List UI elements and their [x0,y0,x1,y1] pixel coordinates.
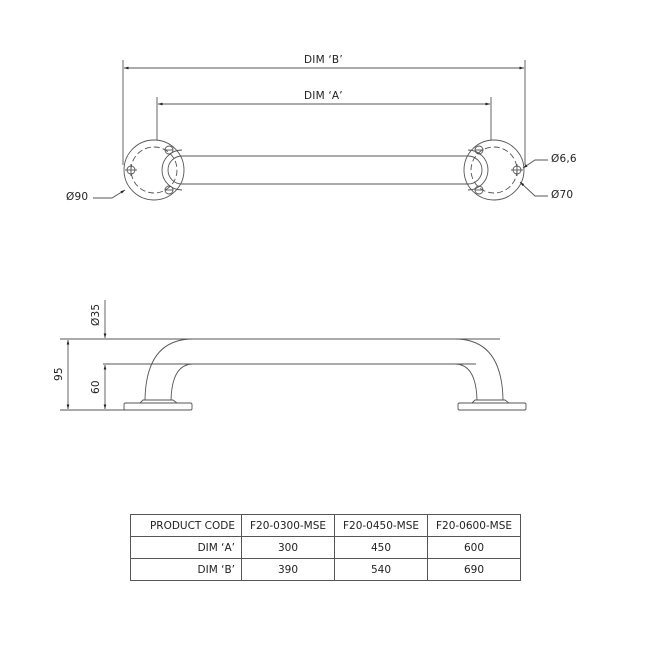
hole-diameter-label: Ø6,6 [551,153,577,165]
row-label: DIM ‘A’ [130,536,242,559]
table-cell: 450 [334,536,428,559]
table-cell: 540 [334,558,428,581]
table-row: DIM ‘A’ 300 450 600 [130,536,521,559]
table-cell: 390 [241,558,335,581]
table-cell: 690 [427,558,521,581]
header-cell: F20-0300-MSE [241,514,335,537]
dim-a-label: DIM ‘A’ [304,90,343,102]
header-cell: F20-0450-MSE [334,514,428,537]
table-cell: 600 [427,536,521,559]
dim-b-label: DIM ‘B’ [304,54,343,66]
table-header-row: PRODUCT CODE F20-0300-MSE F20-0450-MSE F… [130,514,521,537]
total-height-label: 95 [53,367,65,381]
table-row: DIM ‘B’ 390 540 690 [130,558,521,581]
pcd-diameter-label: Ø70 [551,189,574,201]
flange-diameter-label: Ø90 [66,191,89,203]
tube-diameter-label: Ø35 [90,303,102,326]
header-cell: PRODUCT CODE [130,514,242,537]
table-cell: 300 [241,536,335,559]
row-label: DIM ‘B’ [130,558,242,581]
clearance-label: 60 [90,380,102,394]
product-spec-table: PRODUCT CODE F20-0300-MSE F20-0450-MSE F… [130,514,521,581]
header-cell: F20-0600-MSE [427,514,521,537]
